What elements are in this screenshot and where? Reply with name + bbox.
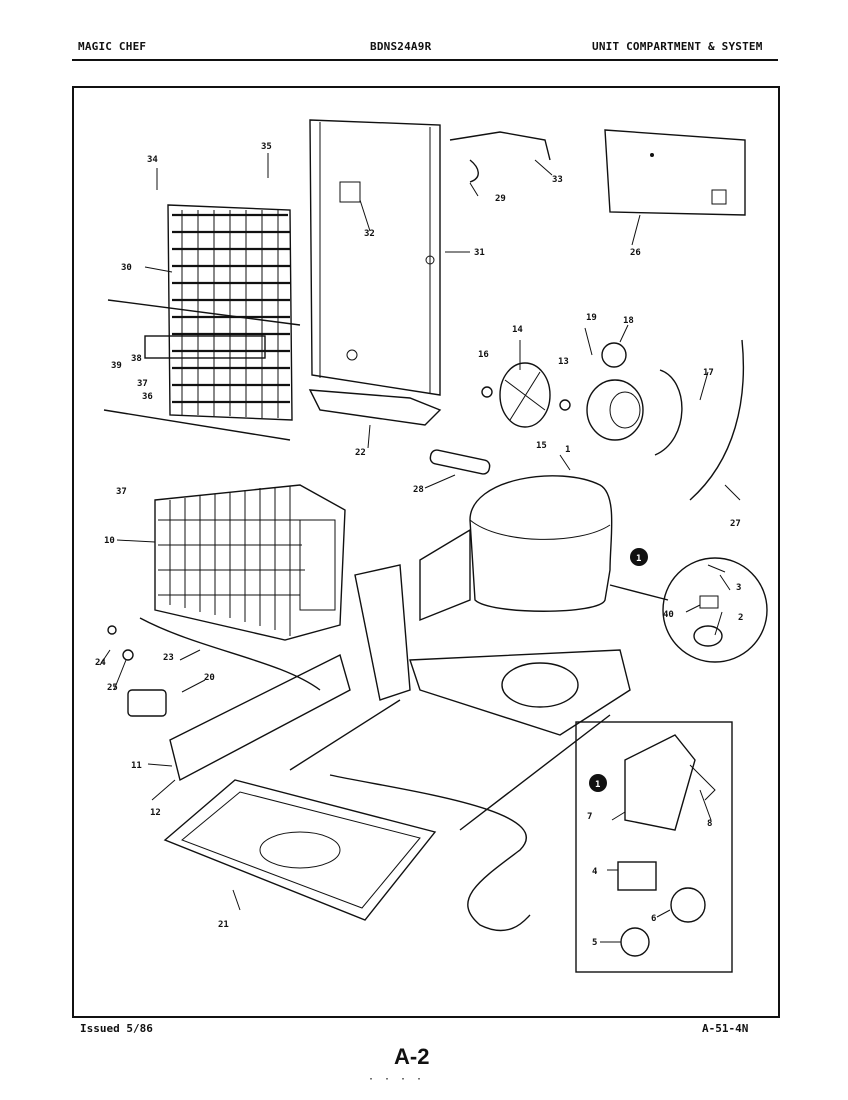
callout-20: 20 <box>204 673 215 683</box>
defrost-timer <box>127 689 167 717</box>
control-housing <box>604 129 746 216</box>
callout-26: 26 <box>630 248 641 258</box>
callout-19: 19 <box>586 313 597 323</box>
inset-marker-box <box>589 774 607 792</box>
power-cord <box>329 774 531 932</box>
callout-28: 28 <box>413 485 424 495</box>
callout-5: 5 <box>592 938 597 948</box>
callout-2: 2 <box>738 613 743 623</box>
callout-16: 16 <box>478 350 489 360</box>
callout-1: 1 <box>565 445 570 455</box>
grommet <box>122 649 134 661</box>
callout-39: 39 <box>111 361 122 371</box>
condenser <box>154 484 346 641</box>
diagram-frame <box>72 86 780 1018</box>
callout-30: 30 <box>121 263 132 273</box>
inset-marker-main <box>630 548 648 566</box>
compressor <box>409 475 631 736</box>
callout-23: 23 <box>163 653 174 663</box>
callout-11: 11 <box>131 761 142 771</box>
header-section: UNIT COMPARTMENT & SYSTEM <box>592 40 763 53</box>
compressor-bracket <box>354 564 411 701</box>
callout-25: 25 <box>107 683 118 693</box>
thermostat-clip <box>469 159 479 183</box>
callout-22: 22 <box>355 448 366 458</box>
callout-32: 32 <box>364 229 375 239</box>
callout-21: 21 <box>218 920 229 930</box>
callout-4: 4 <box>592 867 598 877</box>
inset-marker-box-label: 1 <box>595 780 600 790</box>
condenser-bracket <box>169 653 351 782</box>
callout-37-lower: 37 <box>116 487 127 497</box>
refrigerant-tubes <box>289 699 611 831</box>
footer-code: A-51-4N <box>702 1022 749 1035</box>
callout-18: 18 <box>623 316 634 326</box>
fan-motor <box>586 342 683 456</box>
relay-detail-circle <box>609 557 768 663</box>
callout-14: 14 <box>512 325 523 335</box>
drain-pan <box>163 779 437 921</box>
inset-marker-main-label: 1 <box>636 554 641 564</box>
callout-35: 35 <box>261 142 272 152</box>
tube-clip <box>107 625 117 635</box>
callout-8: 8 <box>707 819 712 829</box>
callout-3: 3 <box>736 583 741 593</box>
callout-10: 10 <box>104 536 115 546</box>
leader-lines <box>99 153 741 943</box>
footer-dots: ···· <box>368 1074 433 1085</box>
callout-29: 29 <box>495 194 506 204</box>
callout-7: 7 <box>587 812 592 822</box>
drain-tube <box>449 131 551 161</box>
header-model: BDNS24A9R <box>370 40 432 53</box>
shroud-strip <box>689 339 745 501</box>
callout-34: 34 <box>147 155 158 165</box>
header-brand: MAGIC CHEF <box>78 40 147 53</box>
footer-issued: Issued 5/86 <box>80 1022 153 1035</box>
callout-36: 36 <box>142 392 153 402</box>
evaporator-cover <box>308 119 442 426</box>
callout-13: 13 <box>558 357 569 367</box>
callout-6: 6 <box>651 914 656 924</box>
condenser-fan-blade <box>481 362 571 428</box>
callout-37-upper: 37 <box>137 379 148 389</box>
callout-38: 38 <box>131 354 142 364</box>
filter-drier <box>429 449 491 475</box>
callout-12: 12 <box>150 808 161 818</box>
relay-inset-box <box>575 721 733 973</box>
callout-27: 27 <box>730 519 741 529</box>
callout-15: 15 <box>536 441 547 451</box>
callout-24: 24 <box>95 658 106 668</box>
callout-40: 40 <box>663 610 674 620</box>
evaporator-coil <box>103 204 301 441</box>
callout-17: 17 <box>703 368 714 378</box>
condenser-tube <box>139 617 321 691</box>
callout-31: 31 <box>474 248 485 258</box>
header-rule <box>72 59 778 61</box>
page-number: A-2 <box>394 1044 430 1069</box>
callout-33: 33 <box>552 175 563 185</box>
